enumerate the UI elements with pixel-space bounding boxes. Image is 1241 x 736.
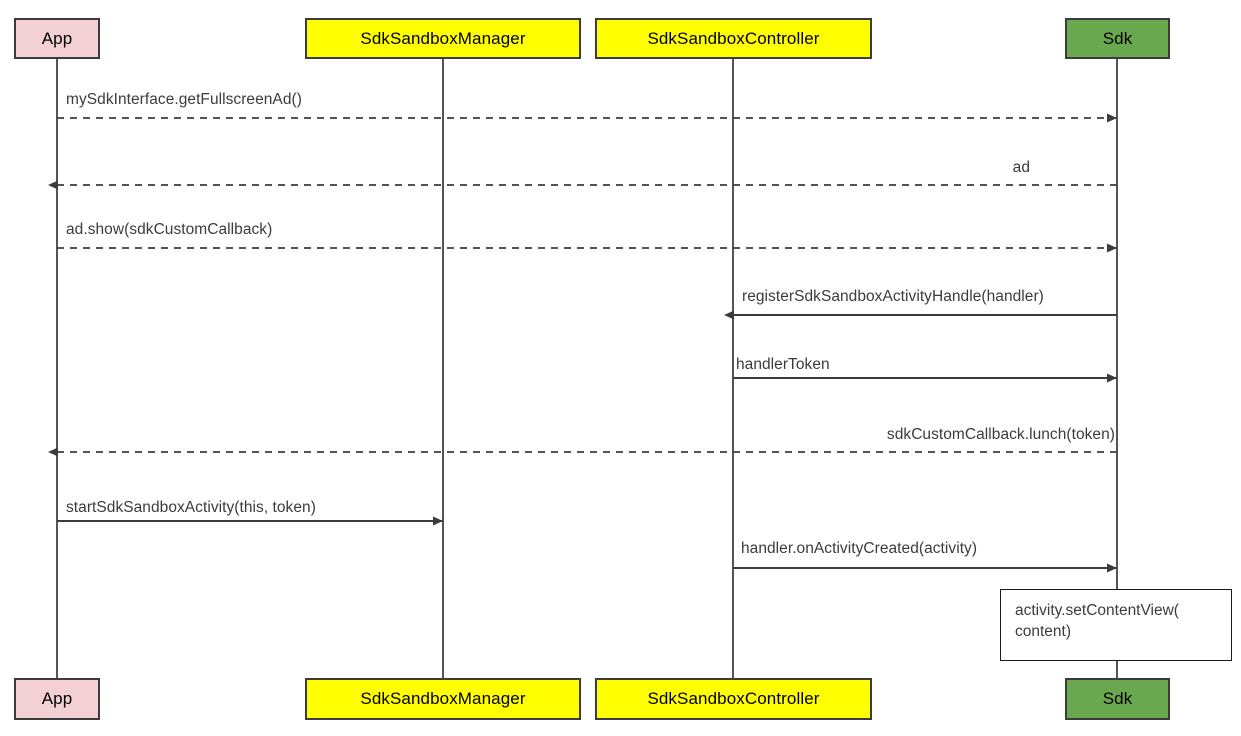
participant-head-app[interactable]: App xyxy=(14,18,100,59)
lifelines-group xyxy=(56,59,1118,678)
participant-head-manager[interactable]: SdkSandboxManager xyxy=(305,18,581,59)
participant-head-sdk[interactable]: Sdk xyxy=(1065,18,1170,59)
participant-label: App xyxy=(41,28,73,48)
participant-label: App xyxy=(41,689,73,708)
message-label-4: registerSdkSandboxActivityHandle(handler… xyxy=(742,288,1044,305)
participant-label: SdkSandboxManager xyxy=(360,689,526,708)
message-label-2: ad xyxy=(1012,159,1030,176)
participant-label: Sdk xyxy=(1102,689,1133,708)
message-label-7: startSdkSandboxActivity(this, token) xyxy=(66,499,316,516)
message-arrows-group xyxy=(48,113,1117,573)
message-label-5: handlerToken xyxy=(736,356,830,373)
participant-foot-controller[interactable]: SdkSandboxController xyxy=(595,678,872,720)
message-label-1: mySdkInterface.getFullscreenAd() xyxy=(66,91,302,108)
message-label-3: ad.show(sdkCustomCallback) xyxy=(66,221,273,238)
message-label-6: sdkCustomCallback.lunch(token) xyxy=(886,426,1115,443)
participant-label: SdkSandboxController xyxy=(647,689,820,708)
participant-label: SdkSandboxController xyxy=(647,28,820,48)
note-set-content-view: activity.setContentView( content) xyxy=(1000,589,1232,661)
participant-head-controller[interactable]: SdkSandboxController xyxy=(595,18,872,59)
participant-foot-app[interactable]: App xyxy=(14,678,100,720)
message-label-8: handler.onActivityCreated(activity) xyxy=(741,540,978,557)
participant-foot-sdk[interactable]: Sdk xyxy=(1065,678,1170,720)
participant-label: SdkSandboxManager xyxy=(360,28,526,48)
participant-foot-manager[interactable]: SdkSandboxManager xyxy=(305,678,581,720)
participant-label: Sdk xyxy=(1102,28,1133,48)
